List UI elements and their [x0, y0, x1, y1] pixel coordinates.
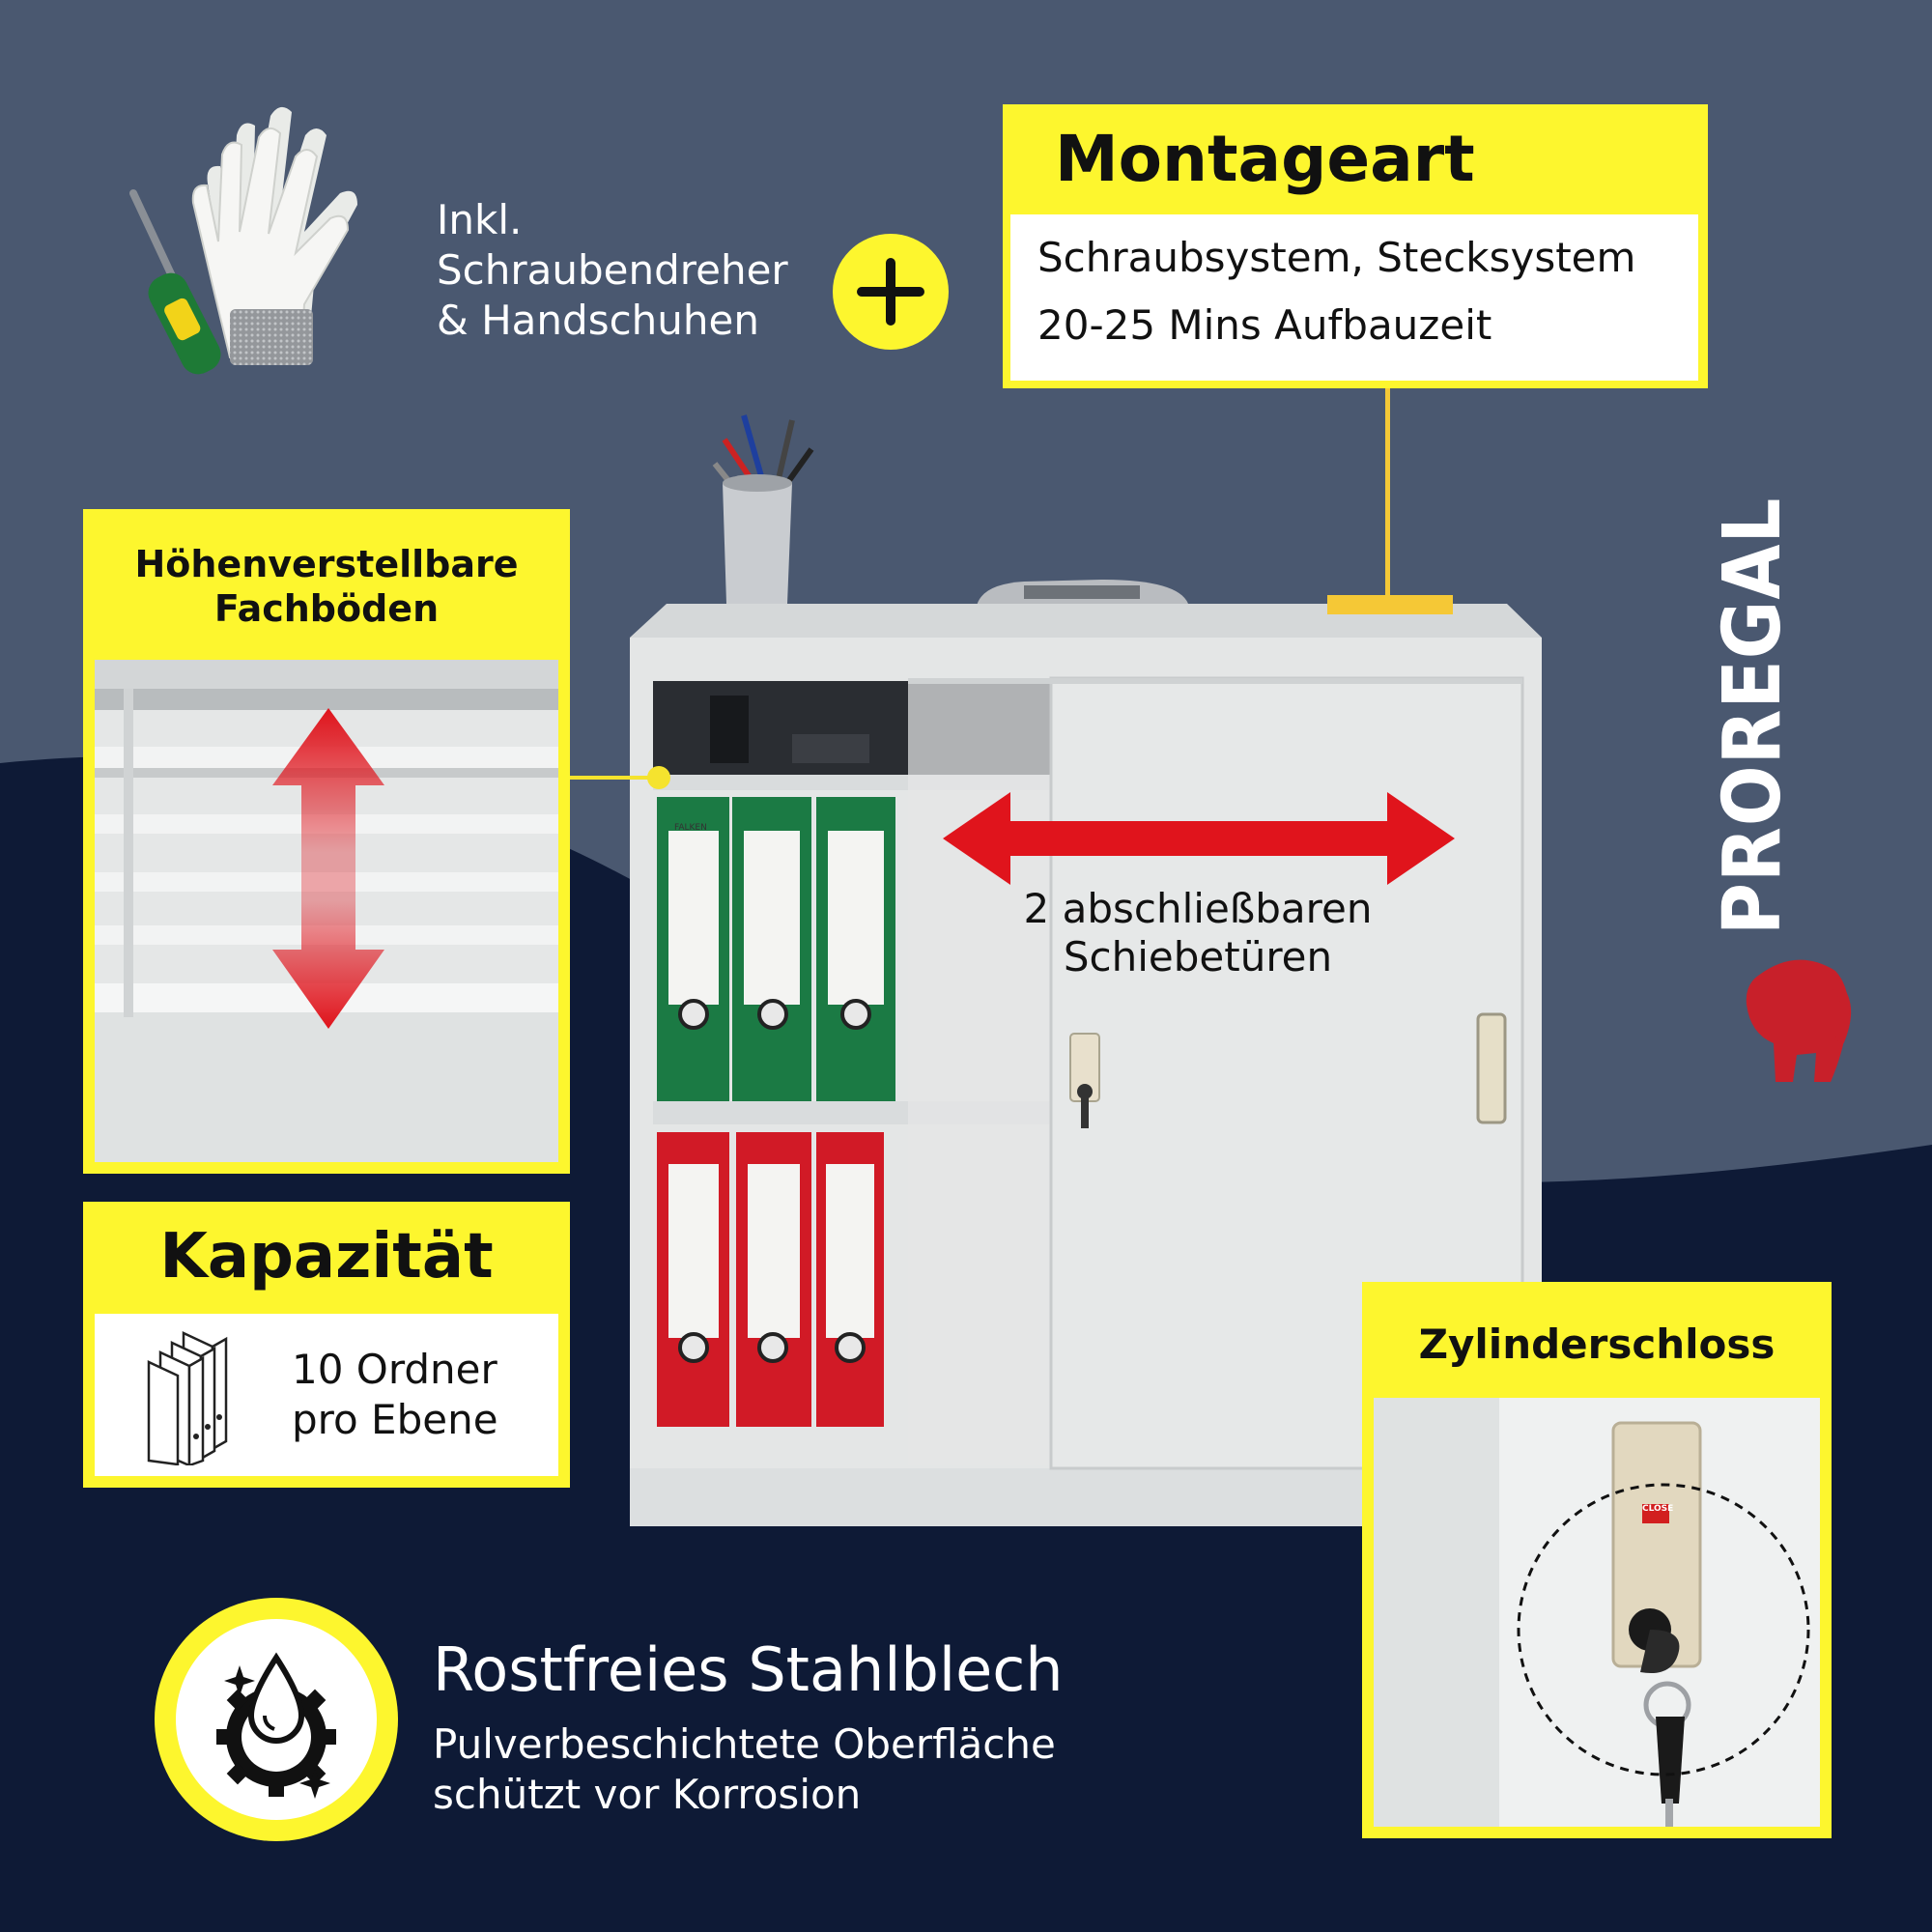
capacity-line-1: 10 Ordner: [292, 1346, 497, 1393]
screwdriver-icon: [129, 189, 221, 375]
double-arrow-horizontal-icon: [943, 792, 1455, 885]
shelves-title-line-1: Höhenverstellbare: [134, 543, 519, 585]
capacity-text: 10 Ordner pro Ebene: [292, 1345, 498, 1445]
binder-brand-label: FALKEN: [674, 823, 707, 833]
shelves-photo: [95, 660, 558, 1162]
montage-title: Montageart: [1055, 122, 1475, 196]
material-title: Rostfreies Stahlblech: [433, 1634, 1064, 1705]
montage-card: Montageart Schraubsystem, Stecksystem 20…: [1003, 104, 1708, 388]
plus-icon: [857, 258, 924, 326]
doors-line-1: 2 abschließbaren: [1023, 885, 1373, 932]
shelves-pointer-line: [570, 776, 657, 780]
brand-wordmark-wrapper: PROREGAL: [1707, 355, 1799, 935]
shelves-title-line-2: Fachböden: [213, 587, 440, 630]
elephant-logo-icon: [1746, 959, 1852, 1082]
capacity-line-2: pro Ebene: [292, 1396, 498, 1443]
montage-line-2: 20-25 Mins Aufbauzeit: [1037, 301, 1492, 349]
doors-text: 2 abschließbaren Schiebetüren: [966, 885, 1430, 981]
accessories-line-2: Schraubendreher: [437, 246, 788, 294]
lock-close-label: CLOSE: [1642, 1504, 1674, 1514]
cabinet-illustration: [630, 414, 1542, 1526]
lock-card: Zylinderschloss CLOSE: [1362, 1282, 1832, 1838]
brand-name: PROREGAL: [1707, 497, 1799, 935]
doors-line-2: Schiebetüren: [1063, 933, 1333, 980]
green-binders: [657, 797, 895, 1101]
plus-badge: [833, 234, 949, 350]
montage-pointer-line: [1385, 388, 1390, 597]
shelves-title: Höhenverstellbare Fachböden: [83, 542, 570, 631]
lock-title: Zylinderschloss: [1418, 1321, 1776, 1368]
gloves-icon: [191, 106, 357, 365]
material-badge-inner: [176, 1619, 377, 1820]
capacity-title: Kapazität: [159, 1221, 494, 1293]
lock-photo: [1374, 1398, 1820, 1827]
accessories-text: Inkl. Schraubendreher & Handschuhen: [437, 195, 788, 346]
pen-cup: [712, 414, 814, 604]
red-binders: [657, 1132, 884, 1427]
accessories-line-1: Inkl.: [437, 196, 523, 243]
material-line-2: schützt vor Korrosion: [433, 1771, 862, 1818]
gloves-screwdriver-illustration: [129, 106, 357, 375]
material-line-1: Pulverbeschichtete Oberfläche: [433, 1720, 1056, 1768]
capacity-details-box: 10 Ordner pro Ebene: [95, 1314, 558, 1476]
montage-line-1: Schraubsystem, Stecksystem: [1037, 234, 1636, 281]
accessories-line-3: & Handschuhen: [437, 297, 759, 344]
montage-details-box: Schraubsystem, Stecksystem 20-25 Mins Au…: [1010, 214, 1698, 381]
shelves-card: Höhenverstellbare Fachböden: [83, 509, 570, 1174]
rust-proof-icon: [216, 1652, 336, 1799]
material-badge: [155, 1598, 398, 1841]
material-description: Pulverbeschichtete Oberfläche schützt vo…: [433, 1719, 1056, 1820]
capacity-card: Kapazität 10 Ordner pro Ebene: [83, 1202, 570, 1488]
binders-icon: [147, 1331, 228, 1465]
double-arrow-vertical-icon: [272, 708, 384, 1029]
shelves-pointer-dot: [647, 766, 670, 789]
